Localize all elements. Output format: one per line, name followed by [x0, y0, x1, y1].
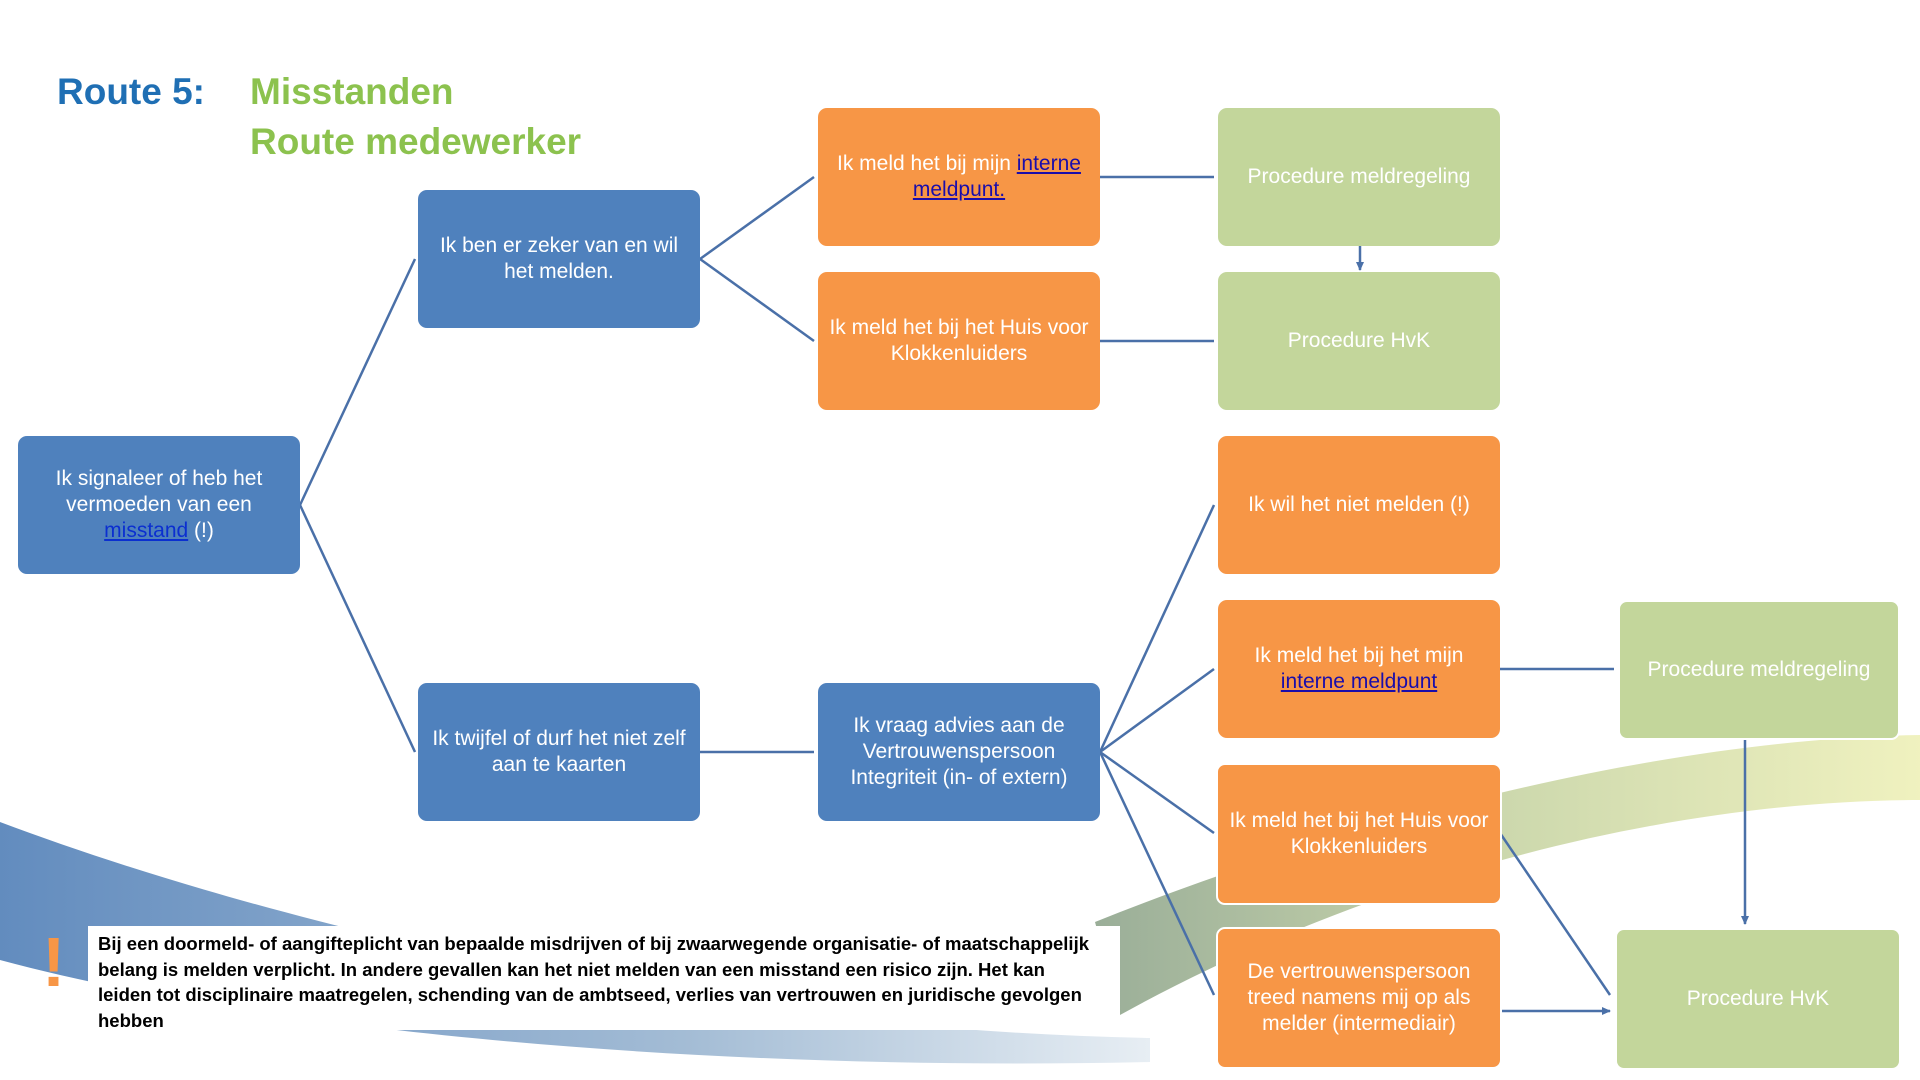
node-vertrouwenspersoon-intermediair: De vertrouwenspersoon treed namens mij o… [1216, 927, 1502, 1069]
node-niet-melden: Ik wil het niet melden (!) [1218, 436, 1500, 574]
green-swoosh [1095, 735, 1920, 1015]
node-zeker-text: Ik ben er zeker van en wil het melden. [439, 234, 679, 283]
page-subtitle: Route medewerker [250, 121, 582, 162]
node-twijfel-text: Ik twijfel of durf het niet zelf aan te … [432, 727, 686, 776]
node-intern2-pre: Ik meld het bij het mijn [1254, 644, 1464, 667]
node-signal-pre: Ik signaleer of heb het vermoeden van ee… [55, 467, 263, 516]
node-hvk1-text: Procedure HvK [1287, 329, 1431, 352]
note-text: Bij een doormeld- of aangifteplicht van … [98, 933, 1089, 1031]
node-intern2-text: Ik meld het bij het mijn interne meldpun… [1228, 643, 1490, 695]
node-procedure-hvk-2: Procedure HvK [1615, 928, 1901, 1070]
route-number-title: Route 5: [57, 71, 205, 112]
interne-meldpunt-link-2[interactable]: interne meldpunt [1280, 670, 1438, 693]
node-procedure-meldregeling-1: Procedure meldregeling [1218, 108, 1500, 246]
node-hvk2-text: Procedure HvK [1686, 987, 1830, 1010]
node-proc2-text: Procedure meldregeling [1647, 658, 1871, 681]
node-signal-text: Ik signaleer of heb het vermoeden van ee… [28, 466, 290, 544]
node-procedure-hvk-1: Procedure HvK [1218, 272, 1500, 410]
node-intern-meldpunt-1: Ik meld het bij mijn interne meldpunt. [818, 108, 1100, 246]
node-procedure-meldregeling-2: Procedure meldregeling [1618, 600, 1900, 740]
node-huis2-text: Ik meld het bij het Huis voor Klokkenlui… [1229, 809, 1489, 858]
node-signal-post: (!) [188, 519, 214, 542]
node-huis-klokkenluiders-1: Ik meld het bij het Huis voor Klokkenlui… [818, 272, 1100, 410]
note-panel [88, 926, 1120, 1030]
interne-meldpunt-link-1[interactable]: interne meldpunt. [912, 152, 1081, 201]
node-huis1-text: Ik meld het bij het Huis voor Klokkenlui… [829, 316, 1089, 365]
misstand-link[interactable]: misstand [104, 519, 189, 542]
node-intern-meldpunt-2: Ik meld het bij het mijn interne meldpun… [1218, 600, 1500, 738]
warning-exclamation-icon: ! [42, 923, 66, 1001]
node-intern1-pre: Ik meld het bij mijn [837, 152, 1017, 175]
page-title: Misstanden [250, 71, 454, 112]
node-huis-klokkenluiders-2: Ik meld het bij het Huis voor Klokkenlui… [1216, 763, 1502, 905]
node-twijfel: Ik twijfel of durf het niet zelf aan te … [418, 683, 700, 821]
node-proc1-text: Procedure meldregeling [1247, 165, 1471, 188]
node-signal: Ik signaleer of heb het vermoeden van ee… [18, 436, 300, 574]
node-zeker: Ik ben er zeker van en wil het melden. [418, 190, 700, 328]
node-advies-text: Ik vraag advies aan de Vertrouwenspersoo… [850, 714, 1068, 789]
node-intern1-text: Ik meld het bij mijn interne meldpunt. [828, 151, 1090, 203]
node-vertr-text: De vertrouwenspersoon treed namens mij o… [1247, 960, 1471, 1035]
node-nietm-text: Ik wil het niet melden (!) [1248, 493, 1470, 516]
node-advies-vertrouwenspersoon: Ik vraag advies aan de Vertrouwenspersoo… [818, 683, 1100, 821]
